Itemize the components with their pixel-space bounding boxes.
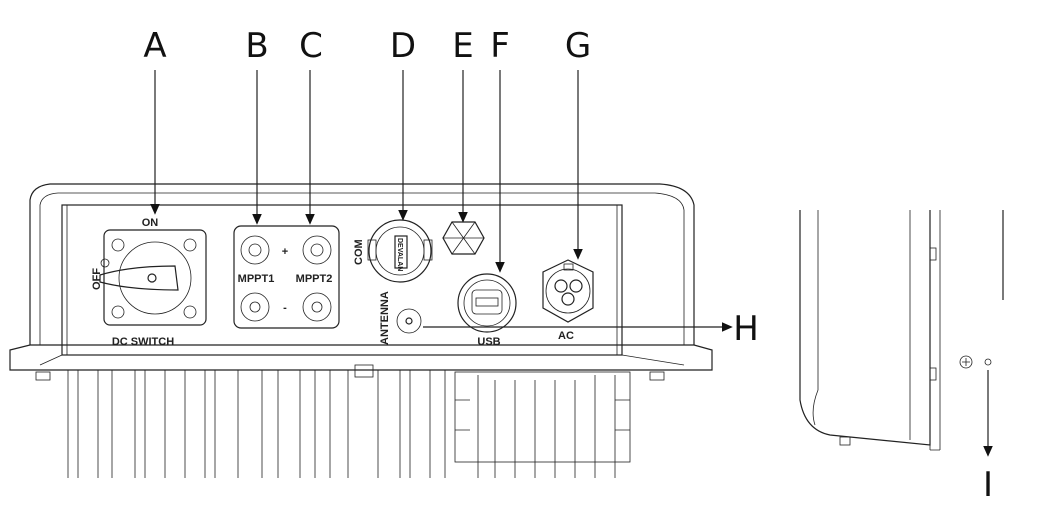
com-label: COM — [353, 239, 365, 265]
mppt1-label: MPPT1 — [238, 273, 275, 285]
callout-b: B — [245, 26, 268, 66]
callout-h: H — [733, 309, 759, 349]
ac-port: AC — [542, 259, 594, 342]
ground-icon — [959, 355, 973, 369]
off-label: OFF — [91, 268, 103, 290]
callout-g: G — [565, 26, 591, 66]
callout-i: I — [983, 465, 993, 505]
callout-d: D — [390, 26, 416, 66]
antenna-label: ANTENNA — [379, 291, 391, 345]
antenna-port: ANTENNA — [379, 291, 422, 345]
com-port: DEVALAN COM — [353, 219, 433, 283]
ac-label: AC — [558, 330, 574, 342]
side-view — [799, 210, 1004, 451]
callout-e: E — [452, 26, 473, 66]
dc-switch: ON OFF DC SWITCH — [91, 217, 207, 348]
mppt-connectors: + - MPPT1 MPPT2 — [233, 225, 340, 329]
mppt2-label: MPPT2 — [296, 273, 333, 285]
usb-port: USB — [457, 273, 517, 348]
callout-c: C — [299, 26, 323, 66]
dc-switch-label: DC SWITCH — [112, 336, 174, 348]
usb-label: USB — [477, 336, 500, 348]
heatsink-fins — [67, 370, 631, 478]
callout-f: F — [490, 26, 510, 66]
minus-label: - — [283, 302, 287, 314]
on-label: ON — [142, 217, 159, 229]
inverter-body — [9, 183, 713, 478]
vent-plug — [442, 221, 485, 255]
com-brand-label: DEVALAN — [396, 238, 403, 271]
callout-a: A — [143, 26, 166, 66]
callout-arrows — [150, 70, 993, 457]
plus-label: + — [282, 246, 288, 258]
